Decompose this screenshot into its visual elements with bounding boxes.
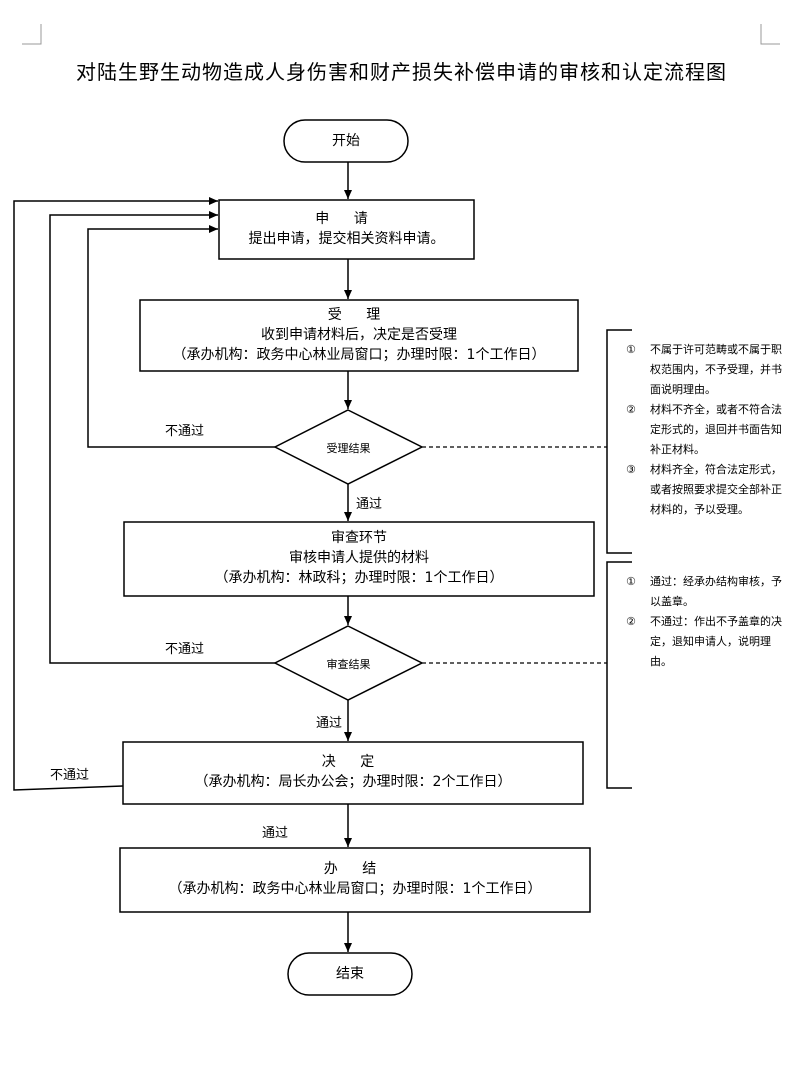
- apply-description: 提出申请，提交相关资料申请。: [248, 231, 445, 247]
- note-text: 不属于许可范畴或不属于职权范围内，不予受理，并书面说明理由。: [650, 343, 782, 396]
- accept-box: [139, 299, 579, 372]
- review-description: 审核申请人提供的材料: [289, 550, 429, 566]
- review-note-item: ② 不通过：作出不予盖章的决定，退知申请人，说明理由。: [626, 612, 788, 672]
- page-corner-marks: [22, 24, 780, 45]
- apply-text: 申 请 提出申请，提交相关资料申请。: [219, 209, 474, 249]
- review-notes: ① 通过：经承办结构审核，予以盖章。 ② 不通过：作出不予盖章的决定，退知申请人…: [626, 572, 788, 672]
- finish-agency: （承办机构：政务中心林业局窗口；办理时限：1个工作日）: [168, 881, 542, 897]
- note-number: ①: [626, 575, 636, 588]
- note-text: 不通过：作出不予盖章的决定，退知申请人，说明理由。: [650, 615, 782, 668]
- note-text: 材料不齐全，或者不符合法定形式的，退回并书面告知补正材料。: [650, 403, 782, 456]
- accept-pass-label: 通过: [356, 497, 383, 512]
- page-title: 对陆生野生动物造成人身伤害和财产损失补偿申请的审核和认定流程图: [76, 60, 727, 84]
- accept-agency: （承办机构：政务中心林业局窗口；办理时限：1个工作日）: [172, 347, 546, 363]
- note-number: ②: [626, 403, 636, 416]
- review-title: 审查环节: [331, 530, 387, 546]
- accept-note-item: ② 材料不齐全，或者不符合法定形式的，退回并书面告知补正材料。: [626, 400, 788, 460]
- finish-text: 办 结 （承办机构：政务中心林业局窗口；办理时限：1个工作日）: [120, 859, 590, 899]
- decide-fail-label: 不通过: [50, 768, 90, 783]
- note-connectors: [422, 446, 607, 664]
- accept-result-label: 受理结果: [326, 442, 371, 455]
- decide-text: 决 定 （承办机构：局长办公会；办理时限：2个工作日）: [123, 752, 583, 792]
- review-pass-label: 通过: [316, 716, 343, 731]
- note-text: 材料齐全，符合法定形式，或者按照要求提交全部补正材料的，予以受理。: [650, 463, 782, 516]
- start-terminal: [283, 119, 409, 163]
- note-number: ②: [626, 615, 636, 628]
- finish-title: 办 结: [323, 861, 387, 877]
- accept-notes: ① 不属于许可范畴或不属于职权范围内，不予受理，并书面说明理由。 ② 材料不齐全…: [626, 340, 788, 520]
- feedback-arrows: [13, 197, 275, 791]
- review-agency: （承办机构：林政科；办理时限：1个工作日）: [214, 570, 504, 586]
- end-label: 结束: [336, 966, 364, 982]
- note-brackets: [606, 329, 632, 789]
- review-text: 审查环节 审核申请人提供的材料 （承办机构：林政科；办理时限：1个工作日）: [124, 528, 594, 588]
- accept-text: 受 理 收到申请材料后，决定是否受理 （承办机构：政务中心林业局窗口；办理时限：…: [140, 305, 578, 365]
- apply-title: 申 请: [315, 211, 378, 227]
- start-label: 开始: [332, 133, 360, 149]
- accept-title: 受 理: [327, 307, 391, 323]
- decide-box: [122, 741, 584, 805]
- accept-note-item: ③ 材料齐全，符合法定形式，或者按照要求提交全部补正材料的，予以受理。: [626, 460, 788, 520]
- accept-fail-label: 不通过: [165, 424, 205, 439]
- review-result-label: 审查结果: [326, 658, 371, 671]
- decide-agency: （承办机构：局长办公会；办理时限：2个工作日）: [194, 774, 512, 790]
- decide-pass-label: 通过: [262, 826, 289, 841]
- end-terminal: [287, 952, 413, 996]
- review-box: [123, 521, 595, 597]
- accept-description: 收到申请材料后，决定是否受理: [261, 327, 457, 343]
- note-number: ①: [626, 343, 636, 356]
- note-number: ③: [626, 463, 636, 476]
- decide-title: 决 定: [321, 754, 385, 770]
- review-fail-label: 不通过: [165, 642, 205, 657]
- apply-box: [218, 199, 475, 260]
- finish-box: [119, 847, 591, 913]
- review-note-item: ① 通过：经承办结构审核，予以盖章。: [626, 572, 788, 612]
- note-text: 通过：经承办结构审核，予以盖章。: [650, 575, 782, 608]
- accept-note-item: ① 不属于许可范畴或不属于职权范围内，不予受理，并书面说明理由。: [626, 340, 788, 400]
